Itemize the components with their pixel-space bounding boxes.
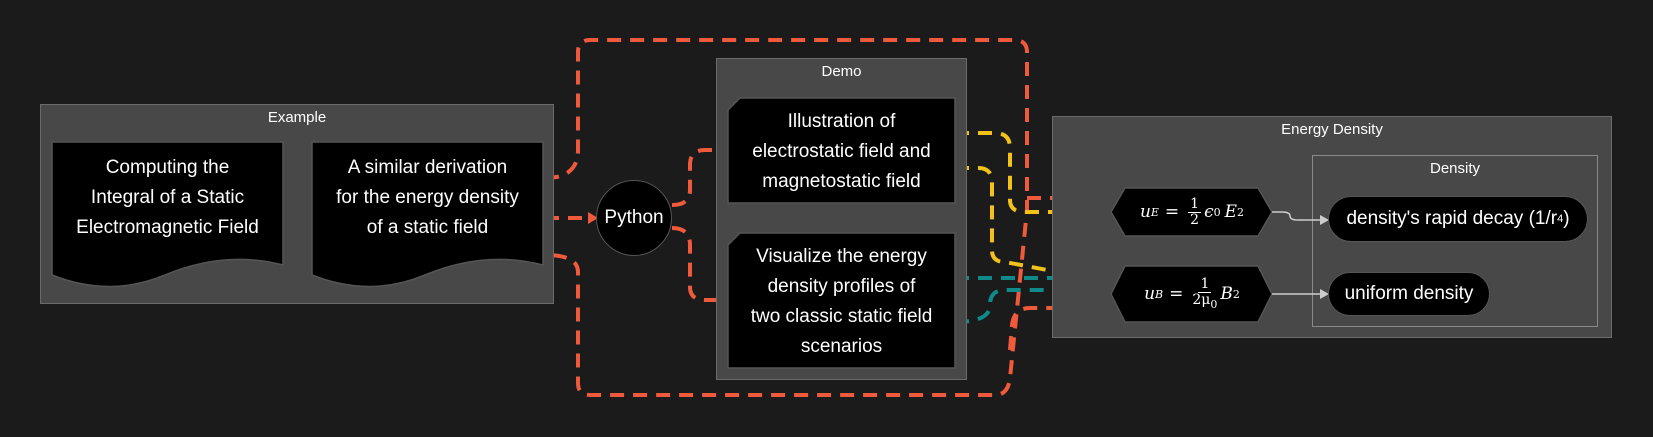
fraction-numerator: 1 [1198, 275, 1212, 293]
fraction-denominator: 2 [1190, 211, 1200, 228]
document-shape-derivation [311, 141, 544, 288]
formula-subscript: 0 [1213, 205, 1221, 219]
node-visualize[interactable]: Visualize the energy density profiles of… [728, 240, 955, 364]
node-label: density's rapid decay (1/r [1346, 208, 1558, 229]
formula-superscript: 2 [1232, 287, 1240, 301]
node-line: Illustration of [787, 111, 896, 132]
node-line: electrostatic field and [752, 141, 931, 162]
formula-symbol: u [1139, 202, 1151, 222]
node-line: density profiles of [767, 276, 916, 297]
edge-illustration-to-ub [955, 166, 1101, 282]
node-label-close: ) [1563, 208, 1570, 229]
node-line: for the energy density [336, 186, 519, 208]
node-line: A similar derivation [347, 156, 508, 178]
formula-symbol: E [1224, 202, 1238, 222]
cluster-title: Energy Density [1281, 121, 1383, 138]
node-line: of a static field [366, 216, 489, 238]
node-computing-integral[interactable]: Computing the Integral of a Static Elect… [52, 145, 283, 250]
arrowhead-gray [1320, 215, 1329, 225]
node-superscript: 4 [1557, 213, 1564, 225]
node-label: Python [604, 207, 664, 228]
formula-equals: = [1169, 284, 1184, 304]
edge-python-to-visualize [671, 226, 718, 302]
edge-illustration-to-ue [955, 131, 1100, 214]
arrowhead-gray [1320, 289, 1329, 299]
edge-loop-to-ub [1008, 306, 1100, 351]
node-line: Electromagnetic Field [76, 216, 259, 238]
node-similar-derivation[interactable]: A similar derivation for the energy dens… [312, 145, 543, 250]
node-line: two classic static field [750, 306, 933, 327]
formula-symbol: ϵ [1204, 202, 1214, 222]
formula-subscript: E [1150, 205, 1159, 219]
cluster-title: Example [267, 109, 327, 126]
formula-fraction: 1 2μ0 [1192, 275, 1218, 312]
card-shape-visualize [727, 232, 956, 369]
node-line: Integral of a Static [90, 186, 245, 208]
edge-ue-to-decay [1272, 211, 1320, 221]
node-uniform-density[interactable]: uniform density [1328, 272, 1490, 316]
arrowhead-orange [588, 212, 598, 224]
formula-subscript: 0 [1210, 297, 1218, 311]
document-shape-computing [51, 141, 284, 288]
formula-fraction: 1 2 [1188, 195, 1202, 228]
cluster-title: Density [1429, 160, 1481, 177]
formula-symbol: B [1220, 284, 1233, 304]
hex-shape-ub [1110, 265, 1273, 323]
formula-equals: = [1164, 202, 1180, 222]
denominator-text: 2μ [1192, 291, 1211, 308]
formula-superscript: 2 [1237, 205, 1245, 219]
formula-symbol: u [1144, 284, 1156, 304]
formula-subscript: B [1155, 287, 1164, 301]
node-line: Visualize the energy [756, 246, 927, 267]
node-label: uniform density [1344, 283, 1474, 304]
node-line: Computing the [105, 156, 230, 178]
card-shape-illustration [727, 97, 956, 204]
fraction-numerator: 1 [1188, 195, 1202, 213]
node-illustration[interactable]: Illustration of electrostatic field and … [728, 104, 955, 200]
edge-python-to-illustration [671, 148, 718, 207]
cluster-title: Demo [821, 63, 862, 80]
node-python[interactable]: Python [596, 180, 672, 256]
fraction-denominator: 2μ0 [1192, 291, 1218, 312]
node-line: magnetostatic field [762, 171, 921, 192]
node-line: scenarios [800, 336, 883, 357]
